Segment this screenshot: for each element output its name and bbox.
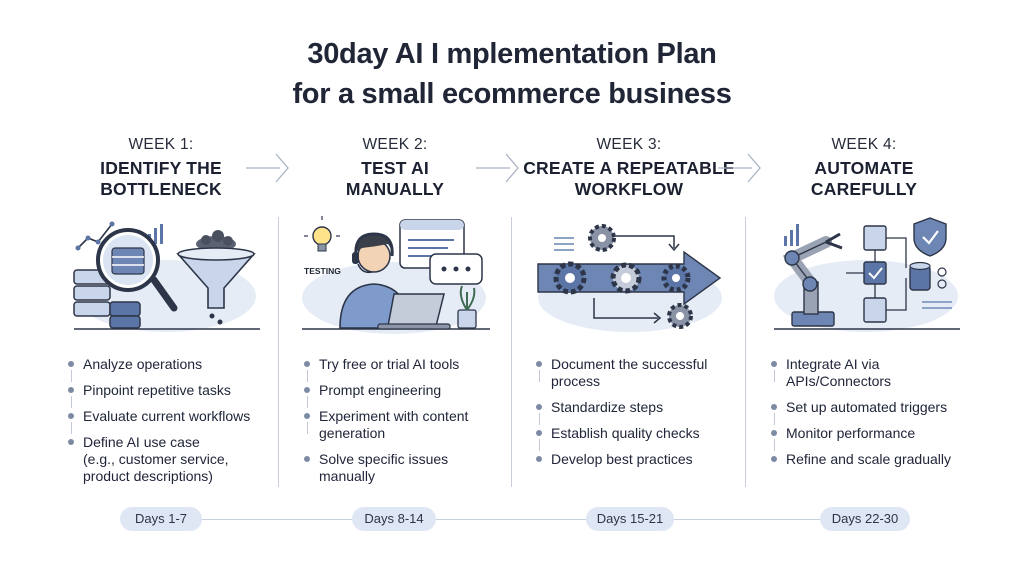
week-4-header: WEEK 4: AUTOMATE CAREFULLY: [749, 136, 979, 200]
title-line-1: 30day AI I mplementation Plan: [307, 38, 717, 70]
week-2-illustration: TESTING: [302, 216, 490, 334]
list-item: Standardize steps: [536, 399, 707, 425]
week-3-header: WEEK 3: CREATE A REPEATABLE WORKFLOW: [514, 136, 744, 200]
list-item: Refine and scale gradually: [771, 451, 951, 468]
week-1-label: WEEK 1:: [128, 136, 194, 153]
list-item: Prompt engineering: [304, 382, 468, 408]
column-divider: [278, 217, 279, 487]
week-1-illustration: [73, 221, 260, 332]
column-divider: [745, 217, 746, 487]
timeline-line: [140, 519, 880, 520]
list-item: Solve specific issues manually: [304, 451, 468, 485]
list-item: Evaluate current workflows: [68, 408, 250, 434]
week-4-name-line-2: CAREFULLY: [810, 179, 918, 199]
week-1-task-list: Analyze operations Pinpoint repetitive t…: [68, 356, 250, 494]
week-3-illustration: [537, 224, 722, 332]
week-2-name-line-2: MANUALLY: [345, 179, 445, 199]
list-item: Establish quality checks: [536, 425, 707, 451]
chevron-right-icon: [476, 153, 519, 183]
days-pill-week-4: Days 22-30: [820, 507, 910, 531]
title-line-2: for a small ecommerce business: [292, 78, 732, 110]
testing-badge-label: TESTING: [304, 266, 341, 276]
list-item: Pinpoint repetitive tasks: [68, 382, 250, 408]
week-4-name-line-1: AUTOMATE: [814, 158, 914, 178]
list-item: Try free or trial AI tools: [304, 356, 468, 382]
week-4-task-list: Integrate AI via APIs/Connectors Set up …: [771, 356, 951, 477]
week-4-label: WEEK 4:: [831, 136, 897, 153]
week-3-label: WEEK 3:: [596, 136, 662, 153]
days-pill-week-3: Days 15-21: [586, 507, 674, 531]
week-1-name-line-2: BOTTLENECK: [100, 179, 222, 199]
list-item: Define AI use case (e.g., customer servi…: [68, 434, 250, 485]
days-pill-week-1: Days 1-7: [120, 507, 202, 531]
week-4-illustration: [774, 217, 960, 332]
list-item: Monitor performance: [771, 425, 951, 451]
days-pill-week-2: Days 8-14: [352, 507, 436, 531]
chevron-right-icon: [718, 153, 761, 183]
week-3-name-line-1: CREATE A REPEATABLE: [523, 158, 735, 178]
list-item: Experiment with content generation: [304, 408, 468, 442]
week-2-name-line-1: TEST AI: [361, 158, 429, 178]
list-item: Analyze operations: [68, 356, 250, 382]
week-3-name-line-2: WORKFLOW: [574, 179, 684, 199]
list-item: Integrate AI via APIs/Connectors: [771, 356, 951, 390]
list-item: Develop best practices: [536, 451, 707, 468]
week-2-header: WEEK 2: TEST AI MANUALLY: [280, 136, 510, 200]
column-divider: [511, 217, 512, 487]
week-3-task-list: Document the successful process Standard…: [536, 356, 707, 477]
list-item: Set up automated triggers: [771, 399, 951, 425]
week-2-task-list: Try free or trial AI tools Prompt engine…: [304, 356, 468, 494]
chevron-right-icon: [246, 153, 289, 183]
week-1-header: WEEK 1: IDENTIFY THE BOTTLENECK: [46, 136, 276, 200]
week-1-name-line-1: IDENTIFY THE: [100, 158, 222, 178]
week-2-label: WEEK 2:: [362, 136, 428, 153]
list-item: Document the successful process: [536, 356, 707, 390]
